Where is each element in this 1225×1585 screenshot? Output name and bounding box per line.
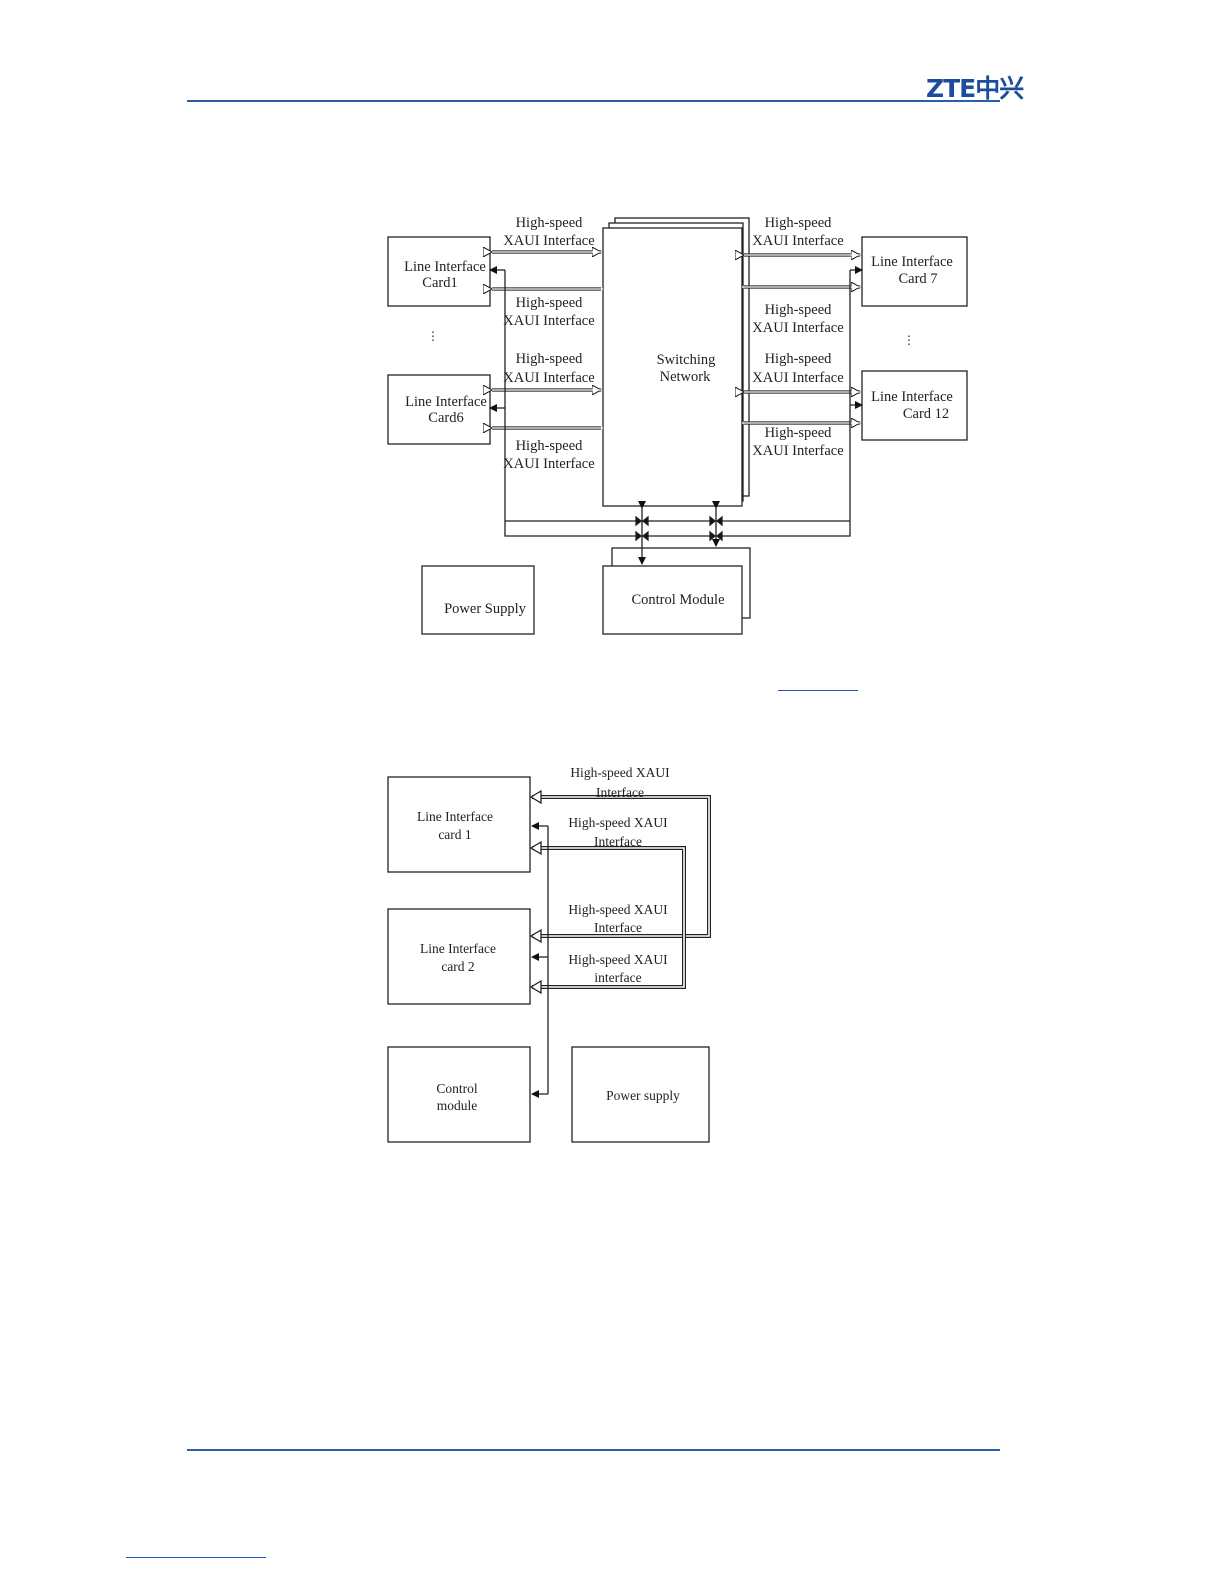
d2-xaui-4-a: High-speed XAUI — [568, 952, 668, 967]
d2-xaui-3-b: Interface — [594, 920, 642, 935]
ellipsis-left: ⋮ — [427, 329, 439, 343]
d2-card-1-label-b: card 1 — [438, 827, 471, 842]
xaui-label-l3-b: XAUI Interface — [503, 370, 594, 386]
line-card-1-box — [387, 236, 491, 307]
switching-network-box — [602, 227, 743, 507]
xaui-label-r3-a: High-speed — [765, 351, 833, 367]
line-card-12-label-b: Card 12 — [903, 406, 949, 422]
xaui-label-l3-a: High-speed — [516, 351, 584, 367]
d2-xaui-links — [529, 789, 711, 995]
d2-control-bus — [531, 822, 549, 1098]
header-rule — [187, 100, 1000, 102]
xaui-label-l4-b: XAUI Interface — [503, 456, 594, 472]
line-card-6-label-b: Card6 — [428, 410, 463, 426]
d2-line-card-2-box — [387, 908, 531, 1005]
d2-control-module-box — [387, 1046, 531, 1143]
xaui-label-l1-b: XAUI Interface — [503, 233, 594, 249]
xaui-label-r4-a: High-speed — [765, 425, 833, 441]
switching-network-label-a: Switching — [657, 352, 716, 368]
d2-card-2-label-b: card 2 — [441, 959, 474, 974]
d2-xaui-2-a: High-speed XAUI — [568, 815, 668, 830]
d2-xaui-3-a: High-speed XAUI — [568, 902, 668, 917]
d2-card-1-label-a: Line Interface — [417, 809, 493, 824]
d2-xaui-2-b: Interface — [594, 834, 642, 849]
switching-network-label-b: Network — [660, 369, 711, 385]
line-card-1-label-a: Line Interface — [404, 259, 486, 275]
d2-xaui-1-b: Interface — [596, 785, 644, 800]
xaui-label-r4-b: XAUI Interface — [752, 443, 843, 459]
line-card-1-label-b: Card1 — [422, 275, 457, 291]
ellipsis-right: ⋮ — [903, 333, 915, 347]
d2-power-supply-label: Power supply — [606, 1088, 680, 1103]
footer-rule — [187, 1449, 1000, 1451]
zte-logo: ZTE中兴 — [926, 74, 1024, 103]
d2-card-2-label-a: Line Interface — [420, 941, 496, 956]
control-module-box — [602, 565, 743, 635]
line-card-6-box — [387, 374, 491, 445]
footer-link-underline[interactable] — [126, 1557, 266, 1558]
xaui-label-r1-b: XAUI Interface — [752, 233, 843, 249]
line-card-12-label-a: Line Interface — [871, 389, 953, 405]
d2-control-label-a: Control — [436, 1081, 478, 1096]
line-card-7-box — [861, 236, 968, 307]
line-card-7-label-b: Card 7 — [898, 271, 937, 287]
xaui-label-l4-a: High-speed — [516, 438, 584, 454]
line-card-6-label-a: Line Interface — [405, 394, 487, 410]
power-supply-box — [421, 565, 535, 635]
line-card-7-label-a: Line Interface — [871, 254, 953, 270]
xaui-links-left — [492, 252, 603, 428]
xaui-label-r3-b: XAUI Interface — [752, 370, 843, 386]
d2-line-card-1-box — [387, 776, 531, 873]
d2-power-supply-box — [571, 1046, 710, 1143]
xaui-label-r2-a: High-speed — [765, 302, 833, 318]
xaui-label-r1-a: High-speed — [765, 215, 833, 231]
d2-xaui-4-b: interface — [594, 970, 641, 985]
xaui-label-r2-b: XAUI Interface — [752, 320, 843, 336]
xaui-links-right — [742, 255, 860, 423]
hyperlink-underline[interactable] — [778, 690, 858, 691]
power-supply-label: Power Supply — [444, 601, 527, 617]
control-module-label: Control Module — [631, 592, 724, 608]
d2-control-label-b: module — [437, 1098, 478, 1113]
xaui-label-l2-b: XAUI Interface — [503, 313, 594, 329]
d2-xaui-1-a: High-speed XAUI — [570, 765, 670, 780]
control-bus — [489, 266, 863, 565]
xaui-label-l2-a: High-speed — [516, 295, 584, 311]
xaui-label-l1-a: High-speed — [516, 215, 584, 231]
